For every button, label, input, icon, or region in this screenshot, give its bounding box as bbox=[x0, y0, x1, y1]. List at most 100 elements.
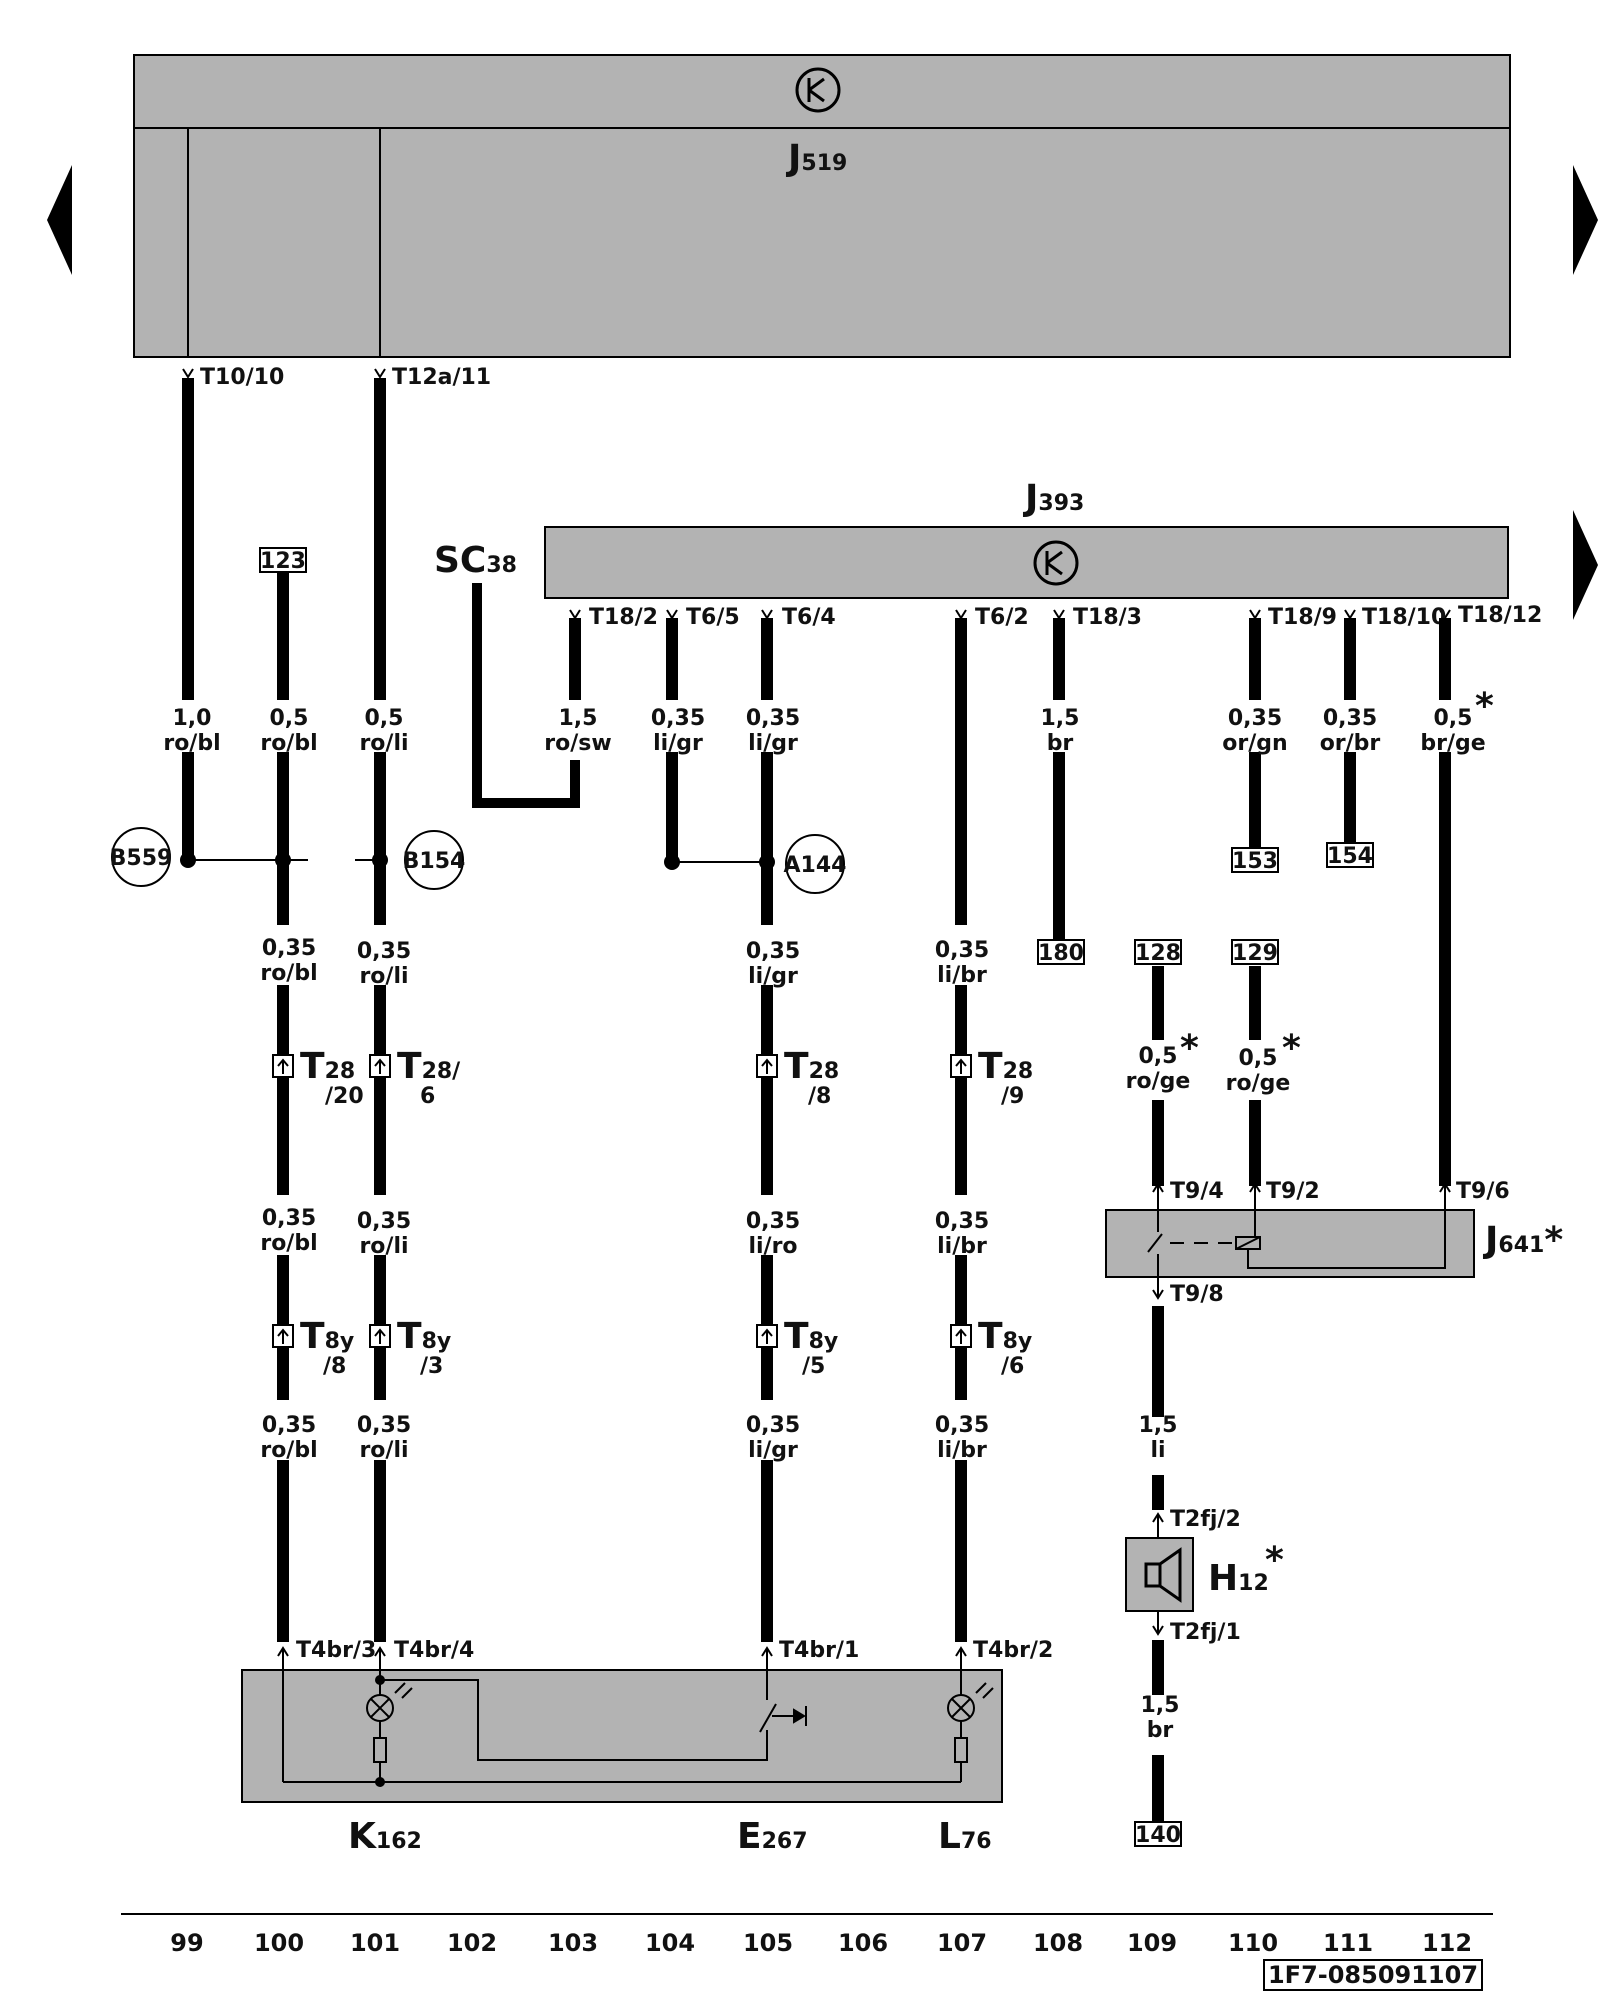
ref-box: 128 bbox=[1135, 941, 1181, 966]
ref-box: 123 bbox=[260, 549, 306, 574]
connector-pin: /8 bbox=[808, 1084, 831, 1109]
wire-color: ro/bl bbox=[260, 731, 317, 756]
ref-box: 129 bbox=[1232, 941, 1278, 966]
wire-size: 0,35 bbox=[357, 939, 411, 964]
wire-size: 0,35 bbox=[262, 1413, 316, 1438]
j393-module bbox=[544, 526, 1509, 599]
scale-number: 110 bbox=[1228, 1929, 1278, 1957]
ref-box: 154 bbox=[1327, 844, 1373, 869]
continue-right-arrow-icon-2 bbox=[1573, 510, 1598, 620]
wire-color: li bbox=[1150, 1438, 1165, 1463]
k162-label: K162 bbox=[348, 1816, 422, 1857]
wire-size: 0,35 bbox=[935, 1413, 989, 1438]
splice-b559: B559 bbox=[110, 846, 173, 871]
wire-size: 1,5 bbox=[1041, 706, 1080, 731]
terminal-t18-10: T18/10 bbox=[1362, 605, 1446, 630]
terminal-t4br-4: T4br/4 bbox=[394, 1638, 474, 1663]
connector-pin: /8 bbox=[323, 1354, 346, 1379]
connector-pin: 6 bbox=[420, 1084, 435, 1109]
wire-color: ro/bl bbox=[260, 1231, 317, 1256]
terminal-t4br-1: T4br/1 bbox=[779, 1638, 859, 1663]
terminal-t10-10: T10/10 bbox=[200, 365, 284, 390]
scale-number: 106 bbox=[838, 1929, 888, 1957]
wire-color: ro/li bbox=[359, 1438, 408, 1463]
connector-pin: /20 bbox=[325, 1084, 364, 1109]
wire-size: 0,35 bbox=[357, 1413, 411, 1438]
splice-b154: B154 bbox=[403, 849, 466, 874]
scale-number: 104 bbox=[645, 1929, 695, 1957]
scale-number: 109 bbox=[1127, 1929, 1177, 1957]
l76-label: L76 bbox=[938, 1816, 992, 1857]
wire-color: li/br bbox=[937, 963, 987, 988]
connector-t28-6: T28/ bbox=[397, 1046, 461, 1087]
connector-pin: /6 bbox=[1001, 1354, 1024, 1379]
wire-size: 0,35 bbox=[746, 939, 800, 964]
j641-relay bbox=[1105, 1209, 1475, 1278]
footnote-star: * bbox=[1475, 686, 1494, 727]
ref-box: 180 bbox=[1038, 941, 1084, 966]
terminal-t18-2: T18/2 bbox=[589, 605, 658, 630]
scale-number: 101 bbox=[350, 1929, 400, 1957]
ref-box: 153 bbox=[1232, 849, 1278, 874]
wire-color: li/ro bbox=[748, 1234, 797, 1259]
wire-size: 1,5 bbox=[1141, 1693, 1180, 1718]
wire-color: ro/bl bbox=[163, 731, 220, 756]
scale-number: 99 bbox=[170, 1929, 203, 1957]
connector-t8y-3: T8y bbox=[397, 1316, 451, 1357]
wire-color: ro/li bbox=[359, 964, 408, 989]
wire-color: ro/li bbox=[359, 1234, 408, 1259]
wire-size: 0,35 bbox=[746, 1209, 800, 1234]
wire-color: br bbox=[1047, 731, 1074, 756]
connector-pin: /9 bbox=[1001, 1084, 1024, 1109]
wire-size: 0,5 bbox=[1139, 1044, 1178, 1069]
wire-size: 0,35 bbox=[746, 1413, 800, 1438]
terminal-t4br-2: T4br/2 bbox=[973, 1638, 1053, 1663]
terminal-t18-9: T18/9 bbox=[1268, 605, 1337, 630]
splice-a144: A144 bbox=[784, 853, 847, 878]
scale-number: 105 bbox=[743, 1929, 793, 1957]
wire-color: or/br bbox=[1320, 731, 1381, 756]
j519-label: J519 bbox=[785, 138, 847, 179]
wire-size: 0,5 bbox=[365, 706, 404, 731]
h12-label: H12 bbox=[1208, 1558, 1269, 1599]
wire-size: 1,5 bbox=[559, 706, 598, 731]
wire-size: 1,0 bbox=[173, 706, 212, 731]
wire-color: ro/ge bbox=[1126, 1069, 1191, 1094]
connector-t28-8: T28 bbox=[784, 1046, 839, 1087]
scale-number: 107 bbox=[937, 1929, 987, 1957]
wire-color: li/br bbox=[937, 1438, 987, 1463]
terminal-t2fj-1: T2fj/1 bbox=[1170, 1620, 1241, 1645]
scale-number: 111 bbox=[1323, 1929, 1373, 1957]
wire-color: li/gr bbox=[653, 731, 703, 756]
terminal-t9-6: T9/6 bbox=[1456, 1179, 1510, 1204]
terminal-t18-3: T18/3 bbox=[1073, 605, 1142, 630]
wire-color: br bbox=[1147, 1718, 1174, 1743]
terminal-t2fj-2: T2fj/2 bbox=[1170, 1507, 1241, 1532]
footnote-star: * bbox=[1282, 1028, 1301, 1069]
connector-t28-20: T28 bbox=[300, 1046, 355, 1087]
scale-number: 100 bbox=[254, 1929, 304, 1957]
wire-color: ro/bl bbox=[260, 1438, 317, 1463]
wire-color: or/gn bbox=[1222, 731, 1287, 756]
drawing-number: 1F7-085091107 bbox=[1268, 1961, 1478, 1989]
terminal-t9-2: T9/2 bbox=[1266, 1179, 1320, 1204]
ref-box: 140 bbox=[1135, 1823, 1181, 1848]
connector-t8y-8: T8y bbox=[300, 1316, 354, 1357]
horn-icon bbox=[1144, 1547, 1182, 1603]
wire-color: ro/li bbox=[359, 731, 408, 756]
footnote-star: * bbox=[1180, 1028, 1199, 1069]
wire-color: li/gr bbox=[748, 731, 798, 756]
terminal-t12a-11: T12a/11 bbox=[392, 365, 491, 390]
wire-size: 0,35 bbox=[651, 706, 705, 731]
scale-number: 108 bbox=[1033, 1929, 1083, 1957]
wire-size: 0,35 bbox=[935, 938, 989, 963]
wire-size: 0,35 bbox=[262, 1206, 316, 1231]
wire-size: 0,35 bbox=[1228, 706, 1282, 731]
scale-number: 112 bbox=[1422, 1929, 1472, 1957]
instrument-module bbox=[241, 1669, 1003, 1803]
scale-number: 103 bbox=[548, 1929, 598, 1957]
wire-color: ro/ge bbox=[1226, 1071, 1291, 1096]
terminal-t4br-3: T4br/3 bbox=[296, 1638, 376, 1663]
wire-size: 1,5 bbox=[1139, 1413, 1178, 1438]
